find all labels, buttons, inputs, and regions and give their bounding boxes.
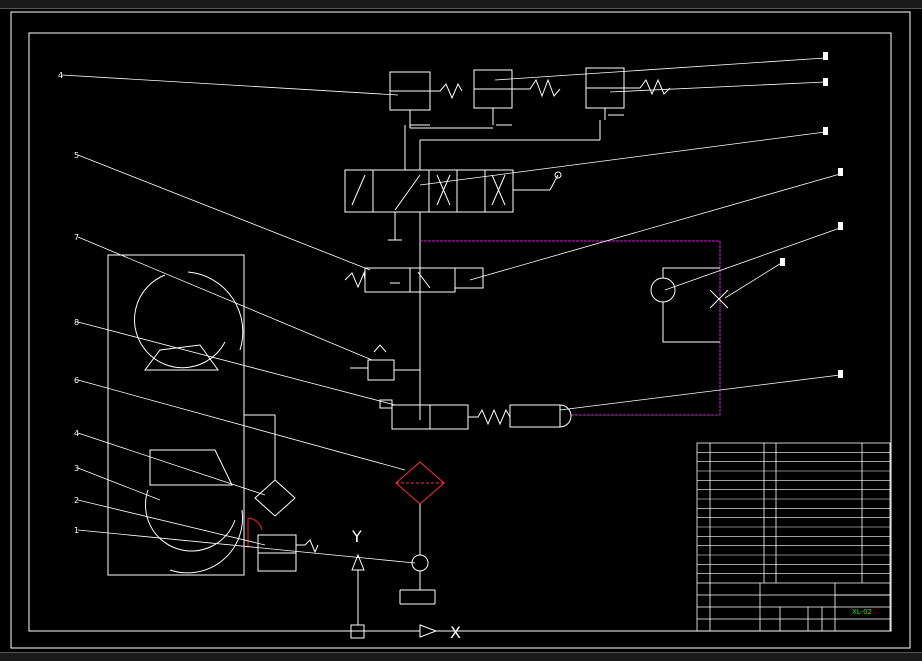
callout-label: 5 <box>74 151 79 160</box>
title-block <box>697 582 890 631</box>
callout-label: 8 <box>74 318 79 327</box>
filter <box>395 461 445 505</box>
callout-label: 4 <box>74 429 79 438</box>
pilot-line <box>420 240 721 416</box>
top-valves <box>389 67 671 170</box>
window-top-bar <box>0 0 922 9</box>
callout-labels-left: 4 5 7 8 6 4 3 2 1 <box>58 71 79 535</box>
drawing-number: XL-02 <box>852 608 872 616</box>
accumulator <box>254 479 319 572</box>
callout-label: 4 <box>58 71 63 80</box>
red-line <box>247 517 263 548</box>
pump-line <box>399 504 436 605</box>
callout-label: 3 <box>74 464 79 473</box>
callout-label: 1 <box>74 526 79 535</box>
hydraulic-motor <box>650 267 729 343</box>
x-axis-symbol: X <box>350 623 461 642</box>
window-bottom-bar <box>0 652 922 661</box>
callout-label: 7 <box>74 233 79 242</box>
left-mechanism <box>107 254 276 576</box>
callout-label: 6 <box>74 376 79 385</box>
relief-valve <box>350 344 420 381</box>
y-axis-symbol: Y <box>351 527 365 625</box>
y-axis-label: Y <box>351 527 362 546</box>
callout-label: 2 <box>74 496 79 505</box>
lower-valve <box>379 399 572 430</box>
drawing-frame <box>10 11 911 649</box>
parts-table-rows <box>697 452 890 574</box>
parts-table <box>696 442 891 632</box>
mid-valve <box>344 212 484 420</box>
callout-lines <box>61 57 841 564</box>
title-block-text: XL-02 <box>852 608 872 616</box>
callout-markers-right <box>780 52 843 378</box>
x-axis-label: X <box>450 623 461 642</box>
directional-valve <box>344 169 562 241</box>
